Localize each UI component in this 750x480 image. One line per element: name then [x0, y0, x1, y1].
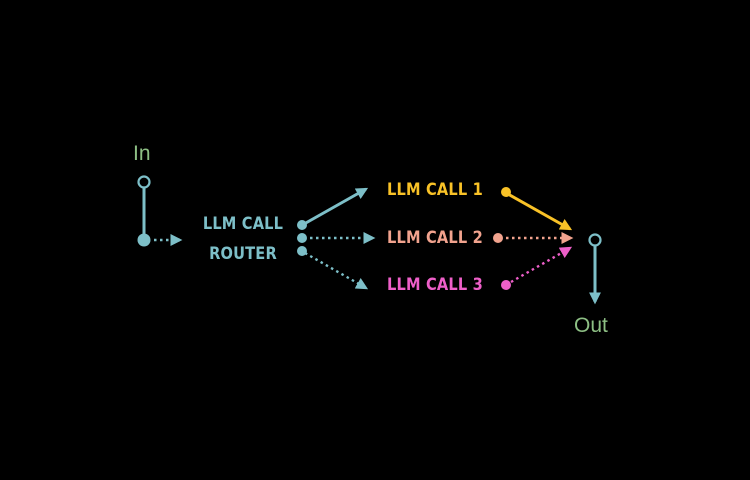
output-port-icon: [588, 233, 602, 247]
router-out-dot-2: [297, 233, 307, 243]
llm-call-1-node: LLM CALL 1: [387, 180, 483, 200]
output-label: Out: [574, 314, 608, 337]
router-out-dot-3: [297, 246, 307, 256]
input-junction-dot: [137, 233, 151, 247]
input-label: In: [133, 142, 151, 165]
llm-call-3-node: LLM CALL 3: [387, 275, 483, 295]
router-label-line-1: LLM CALL: [202, 214, 284, 234]
input-port-icon: [137, 175, 151, 189]
call-1-to-output-arrow: [507, 192, 573, 231]
call-3-out-dot: [501, 280, 511, 290]
call-3-to-output-arrow: [510, 246, 573, 284]
router-to-call-3-arrow: [304, 251, 369, 290]
llm-call-2-node: LLM CALL 2: [387, 228, 483, 248]
router-node: LLM CALL ROUTER: [197, 209, 288, 269]
router-to-call-1-arrow: [303, 187, 369, 226]
router-label-line-2: ROUTER: [209, 244, 277, 264]
call-2-out-dot: [493, 233, 503, 243]
